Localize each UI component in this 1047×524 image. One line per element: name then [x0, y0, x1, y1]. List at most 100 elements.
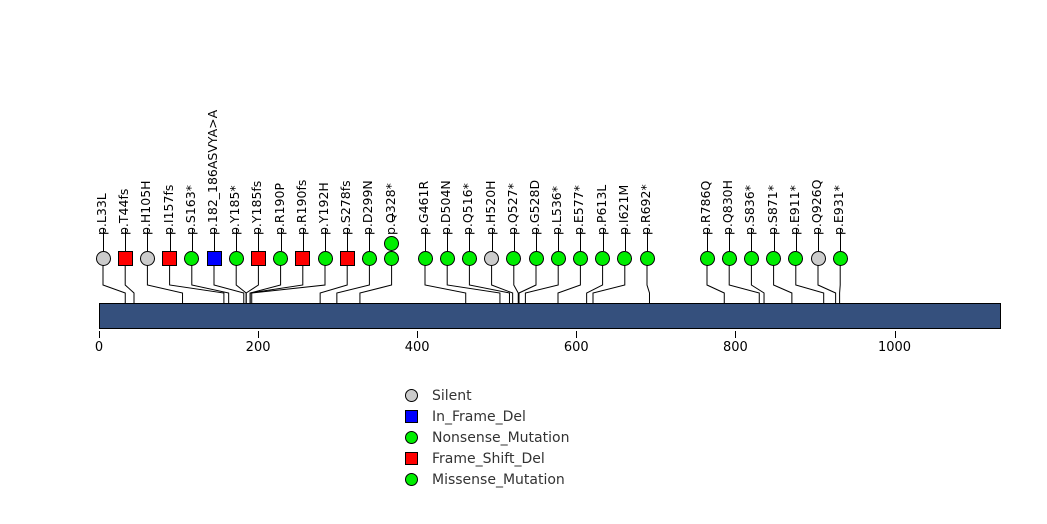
connector-line	[249, 265, 282, 303]
mutation-marker[interactable]	[550, 250, 566, 266]
mutation-marker[interactable]	[206, 250, 222, 266]
mutation-marker[interactable]	[250, 250, 266, 266]
mutation-marker[interactable]	[273, 250, 289, 266]
mutation-label: p.R190P	[271, 183, 287, 235]
legend-swatch-circle-icon	[405, 431, 418, 444]
mutation-marker[interactable]	[162, 250, 178, 266]
lollipop-stem	[707, 228, 708, 251]
mutation-marker[interactable]	[810, 250, 826, 266]
mutation-marker[interactable]	[339, 250, 355, 266]
connector-line	[336, 265, 370, 303]
lollipop-stem	[214, 228, 215, 251]
mutation-marker[interactable]	[788, 250, 804, 266]
mutation-label: p.T44fs	[116, 188, 132, 235]
lollipop-stem	[469, 228, 471, 251]
lollipop-stem	[818, 228, 819, 251]
connector-line	[124, 265, 135, 303]
mutation-marker[interactable]	[417, 250, 433, 266]
connector-line	[557, 265, 581, 303]
mutation-marker[interactable]	[832, 250, 848, 266]
connector-line	[249, 265, 304, 303]
mutation-label: p.H520H	[482, 180, 498, 235]
mutation-label: p.L536*	[549, 186, 565, 235]
mutation-label: p.D504N	[438, 180, 454, 235]
legend-item[interactable]: Frame_Shift_Del	[405, 448, 569, 469]
mutation-marker[interactable]	[506, 250, 522, 266]
mutation-marker[interactable]	[228, 250, 244, 266]
axis-tick	[735, 331, 737, 338]
connector-line	[191, 265, 230, 303]
connector-line	[251, 265, 326, 303]
mutation-marker[interactable]	[766, 250, 782, 266]
mutation-label: p.Q328*	[382, 183, 398, 235]
mutation-marker[interactable]	[361, 250, 377, 266]
mutation-label: p.L33L	[94, 193, 109, 235]
lollipop-stem	[729, 228, 731, 251]
mutation-label: p.P613L	[593, 184, 609, 235]
mutation-label: p.Q516*	[460, 183, 476, 235]
mutation-label: p.H105H	[138, 180, 154, 235]
mutation-label: p.Q830H	[720, 179, 736, 235]
lollipop-stem	[513, 228, 515, 251]
legend-swatch-circle-icon	[405, 389, 418, 402]
mutation-marker[interactable]	[317, 250, 333, 266]
legend-item[interactable]: Missense_Mutation	[405, 469, 569, 490]
connector-line	[728, 265, 760, 303]
legend-swatch-circle-icon	[405, 473, 418, 486]
connector-line	[592, 265, 626, 303]
mutation-label: p.R692*	[638, 184, 653, 235]
mutation-marker[interactable]	[699, 250, 715, 266]
connector-line	[359, 265, 393, 303]
connector-line	[446, 265, 501, 303]
axis-tick-label: 1000	[877, 340, 912, 355]
lollipop-stem	[169, 228, 171, 251]
mutation-marker[interactable]	[721, 250, 737, 266]
connector-line	[750, 265, 765, 303]
mutation-label: p.G461R	[416, 180, 431, 235]
mutation-marker[interactable]	[184, 250, 200, 266]
connector-line	[169, 265, 225, 303]
mutation-label: p.E931*	[831, 185, 847, 235]
axis-tick	[99, 331, 100, 338]
connector-line	[245, 265, 259, 303]
lollipop-stem	[258, 228, 260, 251]
mutation-marker[interactable]	[743, 250, 759, 266]
axis-tick	[417, 331, 419, 338]
lollipop-stem	[369, 228, 371, 251]
mutation-label: p.S163*	[182, 185, 198, 235]
legend-item[interactable]: Nonsense_Mutation	[405, 427, 569, 448]
mutation-marker[interactable]	[139, 250, 155, 266]
connector-line	[213, 265, 245, 303]
mutation-marker[interactable]	[439, 250, 455, 266]
mutation-marker[interactable]	[484, 250, 500, 266]
lollipop-stem	[347, 228, 349, 251]
mutation-marker[interactable]	[528, 250, 544, 266]
mutation-marker[interactable]	[384, 235, 400, 251]
axis-tick-label: 200	[245, 340, 271, 355]
legend-label: Silent	[432, 387, 472, 404]
mutation-label: p.D299N	[360, 180, 376, 235]
legend-label: Missense_Mutation	[432, 471, 565, 488]
legend-item[interactable]: In_Frame_Del	[405, 406, 569, 427]
connector-line	[468, 265, 510, 303]
mutation-marker[interactable]	[595, 250, 611, 266]
connector-line	[319, 265, 348, 303]
mutation-label: p.Y185*	[227, 185, 243, 235]
mutation-marker[interactable]	[384, 250, 400, 266]
axis-tick-label: 400	[404, 340, 430, 355]
legend-item[interactable]: Silent	[405, 385, 569, 406]
lollipop-stem	[191, 228, 193, 251]
connector-line	[102, 265, 126, 303]
mutation-marker[interactable]	[95, 250, 111, 266]
lollipop-stem	[840, 228, 842, 251]
mutation-marker[interactable]	[461, 250, 477, 266]
mutation-label: p.Q926Q	[809, 179, 824, 235]
mutation-marker[interactable]	[617, 250, 633, 266]
connector-line	[646, 265, 650, 303]
connector-line	[424, 265, 467, 303]
mutation-marker[interactable]	[639, 250, 655, 266]
mutation-marker[interactable]	[572, 250, 588, 266]
mutation-marker[interactable]	[295, 250, 311, 266]
mutation-marker[interactable]	[117, 250, 133, 266]
